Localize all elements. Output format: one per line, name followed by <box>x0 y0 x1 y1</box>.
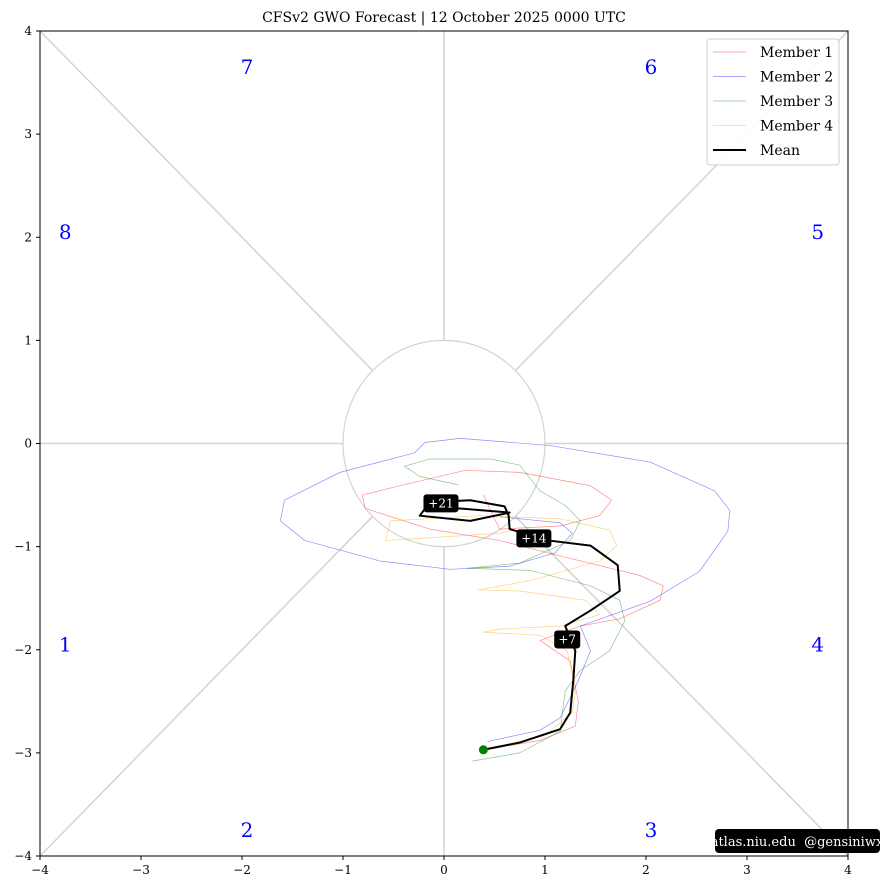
y-tick-label: 4 <box>24 24 32 38</box>
x-tick-label: 4 <box>844 863 852 877</box>
member-line-1 <box>361 469 664 751</box>
y-tick-label: −3 <box>14 746 32 760</box>
legend: Member 1 Member 2 Member 3 Member 4 Mean <box>706 38 840 166</box>
member-line-4 <box>385 515 618 750</box>
phase-label: 7 <box>241 55 254 79</box>
y-tick-label: 2 <box>24 230 32 244</box>
day-label-box <box>516 529 552 548</box>
phase-label: 1 <box>59 633 72 657</box>
x-tick-label: −2 <box>233 863 251 877</box>
x-tick-label: 1 <box>541 863 549 877</box>
legend-box <box>706 38 840 166</box>
legend-label: Member 1 <box>760 45 833 61</box>
phase-label: 8 <box>59 220 72 244</box>
day-label: +21 <box>428 496 453 510</box>
member-line-2 <box>280 437 731 742</box>
y-tick-label: 0 <box>24 437 32 451</box>
watermark: atlas.niu.edu @gensiniwx <box>711 829 881 853</box>
x-tick-label: 2 <box>642 863 650 877</box>
x-tick-label: 3 <box>743 863 751 877</box>
day-label: +7 <box>558 632 576 646</box>
y-tick-label: −2 <box>14 643 32 657</box>
chart-title: CFSv2 GWO Forecast | 12 October 2025 000… <box>262 10 626 26</box>
phase-label: 3 <box>645 818 658 842</box>
phase-divider-line <box>514 515 849 857</box>
phase-label: 6 <box>645 55 658 79</box>
watermark-text: atlas.niu.edu @gensiniwx <box>711 835 881 850</box>
phase-label: 4 <box>811 633 824 657</box>
phase-divider-line <box>39 515 374 857</box>
y-tick-label: 1 <box>24 333 32 347</box>
y-tick-label: −4 <box>14 849 32 863</box>
legend-label: Member 3 <box>760 94 833 110</box>
day-label-box <box>554 630 581 649</box>
mean-line <box>418 499 621 751</box>
y-tick-label: −1 <box>14 540 32 554</box>
legend-label: Mean <box>760 143 800 159</box>
legend-label: Member 4 <box>760 119 833 135</box>
x-tick-label: −1 <box>334 863 352 877</box>
day-label: +14 <box>521 531 547 545</box>
phase-label: 5 <box>811 220 824 244</box>
day-label-box <box>423 494 459 513</box>
phase-label: 2 <box>241 818 254 842</box>
y-tick-label: 3 <box>24 127 32 141</box>
unit-circle <box>342 339 546 548</box>
x-tick-label: −3 <box>132 863 150 877</box>
x-tick-label: −4 <box>31 863 49 877</box>
legend-label: Member 2 <box>760 70 833 86</box>
start-point-marker <box>478 745 488 755</box>
phase-divider-line <box>39 30 374 372</box>
x-tick-label: 0 <box>440 863 448 877</box>
